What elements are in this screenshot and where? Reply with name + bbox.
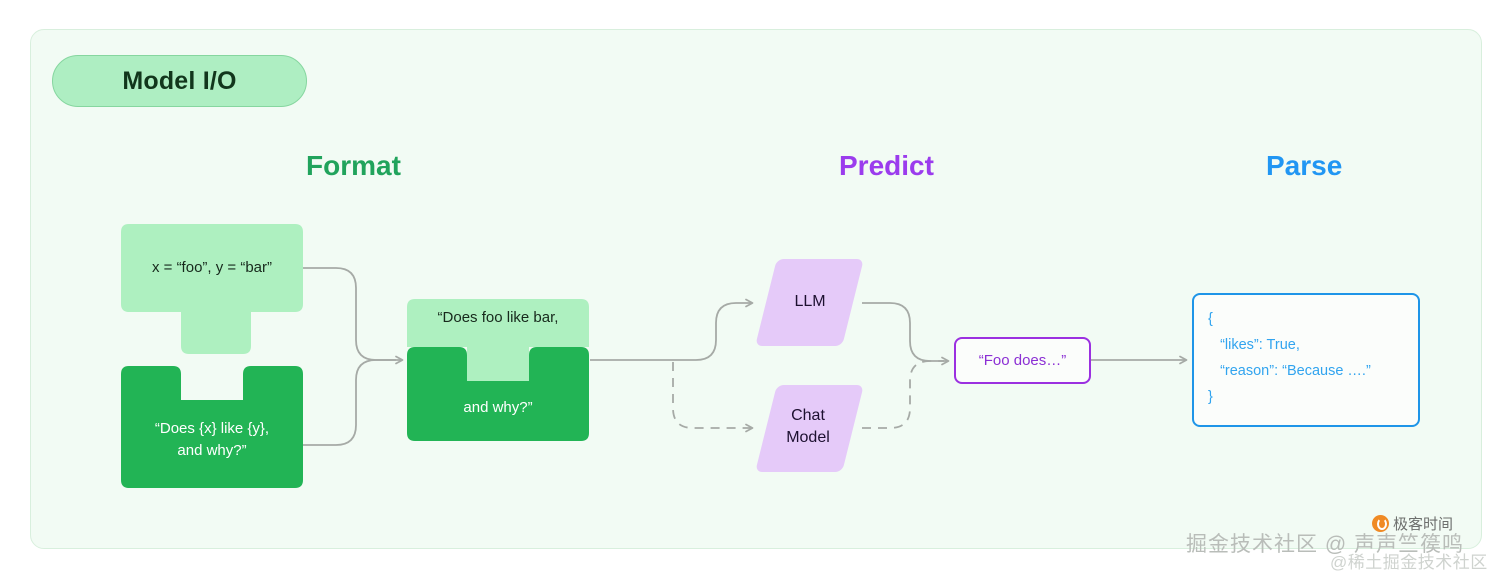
page-title: Model I/O: [122, 66, 237, 95]
parsed-json-box: { “likes”: True, “reason”: “Because ….” …: [1192, 293, 1420, 427]
stage-heading-predict: Predict: [839, 150, 934, 181]
geektime-logo-icon: [1372, 515, 1389, 532]
json-line: “likes”: True,: [1208, 337, 1300, 353]
puzzle-piece-template-shape: [121, 366, 303, 488]
watermark-brand-label: 极客时间: [1393, 516, 1454, 533]
stage-heading-format: Format: [306, 150, 401, 181]
puzzle-piece-input-shape: [121, 224, 303, 354]
puzzle-piece-template: “Does {x} like {y}, and why?”: [121, 366, 303, 488]
json-line: {: [1208, 311, 1213, 327]
watermark-sub: @稀土掘金技术社区: [1330, 553, 1488, 572]
puzzle-piece-input: x = “foo”, y = “bar”: [121, 224, 303, 354]
puzzle-piece-merged: “Does foo like bar, and why?”: [407, 299, 589, 441]
model-output-box: “Foo does…”: [954, 337, 1091, 384]
model-io-title-pill: Model I/O: [52, 55, 307, 107]
json-line: “reason”: “Because ….”: [1208, 363, 1371, 379]
puzzle-piece-merged-shape: [407, 299, 589, 441]
model-output-label: “Foo does…”: [978, 352, 1067, 369]
watermark-main: 掘金技术社区 @ 声声竺篌鸣: [1186, 533, 1464, 556]
stage-heading-parse: Parse: [1266, 150, 1343, 181]
json-line: }: [1208, 389, 1213, 405]
node-chat-model-label: Chat Model: [786, 407, 830, 446]
node-llm-label: LLM: [794, 293, 826, 310]
watermark-brand: 极客时间: [1372, 513, 1453, 534]
